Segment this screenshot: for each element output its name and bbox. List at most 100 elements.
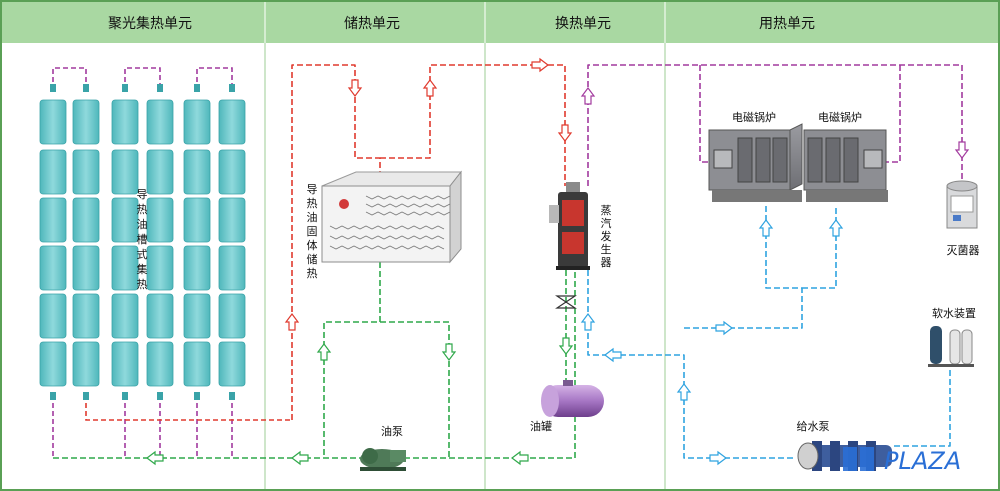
oil-tank-label: 油罐 (530, 419, 552, 433)
trough-panel (146, 245, 174, 291)
flow-arrow-icon (758, 219, 774, 237)
trough-panel (218, 149, 246, 195)
trough-panel (146, 197, 174, 243)
trough-panel (111, 341, 139, 387)
label-char: 发 (601, 229, 612, 243)
oil-pump-label: 油泵 (381, 424, 403, 438)
trough-panel (183, 197, 211, 243)
water-softener (928, 326, 974, 367)
flow-arrow-icon (557, 124, 573, 142)
trough-panel (39, 341, 67, 387)
trough-panel (72, 99, 100, 145)
trough-panel (218, 245, 246, 291)
panel-connector-icon (157, 392, 163, 400)
trough-panel (39, 197, 67, 243)
flow-arrow-icon (604, 347, 622, 363)
trough-panel (72, 293, 100, 339)
trough-panel (72, 197, 100, 243)
trough-panel (111, 99, 139, 145)
storage-return-pipe (323, 262, 381, 458)
section-title-collection: 聚光集热单元 (108, 15, 192, 32)
trough-panel (183, 293, 211, 339)
boiler-left-label: 电磁锅炉 (732, 111, 776, 124)
watermark-mark-icon (860, 447, 874, 471)
label-char: 热 (307, 267, 318, 280)
trough-panel (111, 293, 139, 339)
panel-connector-icon (229, 84, 235, 92)
trough-panel (146, 341, 174, 387)
label-char: 油 (307, 210, 318, 224)
panel-connector-icon (50, 84, 56, 92)
softener-to-pump-pipe (892, 370, 951, 447)
header-band (2, 2, 998, 43)
electromagnetic-boiler-left (708, 123, 803, 202)
label-char: 生 (601, 242, 612, 256)
trough-panel (218, 293, 246, 339)
flow-arrow-icon (954, 141, 970, 159)
flow-arrow-icon (511, 450, 529, 466)
trough-collector-array (39, 84, 246, 400)
trough-panel (146, 99, 174, 145)
collector-loop-top (124, 67, 161, 90)
panel-connector-icon (50, 392, 56, 400)
flow-arrow-icon (284, 313, 300, 331)
oil-return-main-pipe (53, 270, 576, 459)
label-char: 热 (137, 278, 148, 291)
trough-panel (146, 149, 174, 195)
electromagnetic-boiler-right (803, 129, 888, 202)
panel-connector-icon (229, 392, 235, 400)
flow-arrow-icon (580, 87, 596, 105)
trough-panel (183, 341, 211, 387)
trough-panel (111, 245, 139, 291)
steam-supply-pipe (587, 64, 963, 186)
label-char: 油 (137, 217, 148, 231)
label-char: 导 (307, 183, 318, 196)
trough-panel (183, 99, 211, 145)
plaza-watermark: PLAZA (843, 447, 961, 475)
collector-loop-pipes (52, 67, 292, 458)
trough-panel (39, 293, 67, 339)
collector-loop-top (196, 67, 233, 90)
flow-arrow-icon (316, 343, 332, 361)
oil-tank (541, 380, 604, 417)
label-char: 槽 (137, 233, 148, 246)
panel-connector-icon (83, 392, 89, 400)
watermark-text: PLAZA (884, 447, 961, 475)
solid-heat-storage-unit (321, 170, 463, 264)
flow-arrow-icon (291, 450, 309, 466)
flow-arrow-icon (531, 57, 549, 73)
label-char: 蒸 (601, 204, 612, 217)
flow-arrow-icon (828, 219, 844, 237)
oil-pump (360, 448, 406, 471)
flow-arrow-icon (709, 450, 727, 466)
steam-boiler-branch-pipe (699, 65, 709, 163)
watermark-mark-icon (843, 447, 857, 471)
panel-connector-icon (83, 84, 89, 92)
flow-arrow-icon (422, 79, 438, 97)
section-title-usage: 用热单元 (759, 16, 815, 32)
label-char: 热 (307, 197, 318, 210)
pipe-network (53, 57, 970, 466)
boiler-right-label: 电磁锅炉 (818, 111, 862, 124)
collector-outlet-pipe (85, 395, 292, 421)
flow-arrow-icon (441, 343, 457, 361)
trough-panel (146, 293, 174, 339)
brand-logo-icon (339, 199, 349, 209)
trough-panel (218, 99, 246, 145)
label-char: 器 (601, 256, 612, 269)
label-char: 储 (307, 252, 318, 266)
section-title-storage: 储热单元 (344, 16, 400, 32)
flow-arrow-icon (347, 79, 363, 97)
panel-connector-icon (122, 84, 128, 92)
hot-oil-to-exchanger-pipe (380, 64, 566, 186)
feed-pump-label: 给水泵 (797, 420, 830, 433)
trough-panel (39, 149, 67, 195)
trough-panel (72, 245, 100, 291)
label-char: 导 (137, 188, 148, 201)
trough-panel (111, 149, 139, 195)
label-char: 体 (307, 238, 318, 252)
